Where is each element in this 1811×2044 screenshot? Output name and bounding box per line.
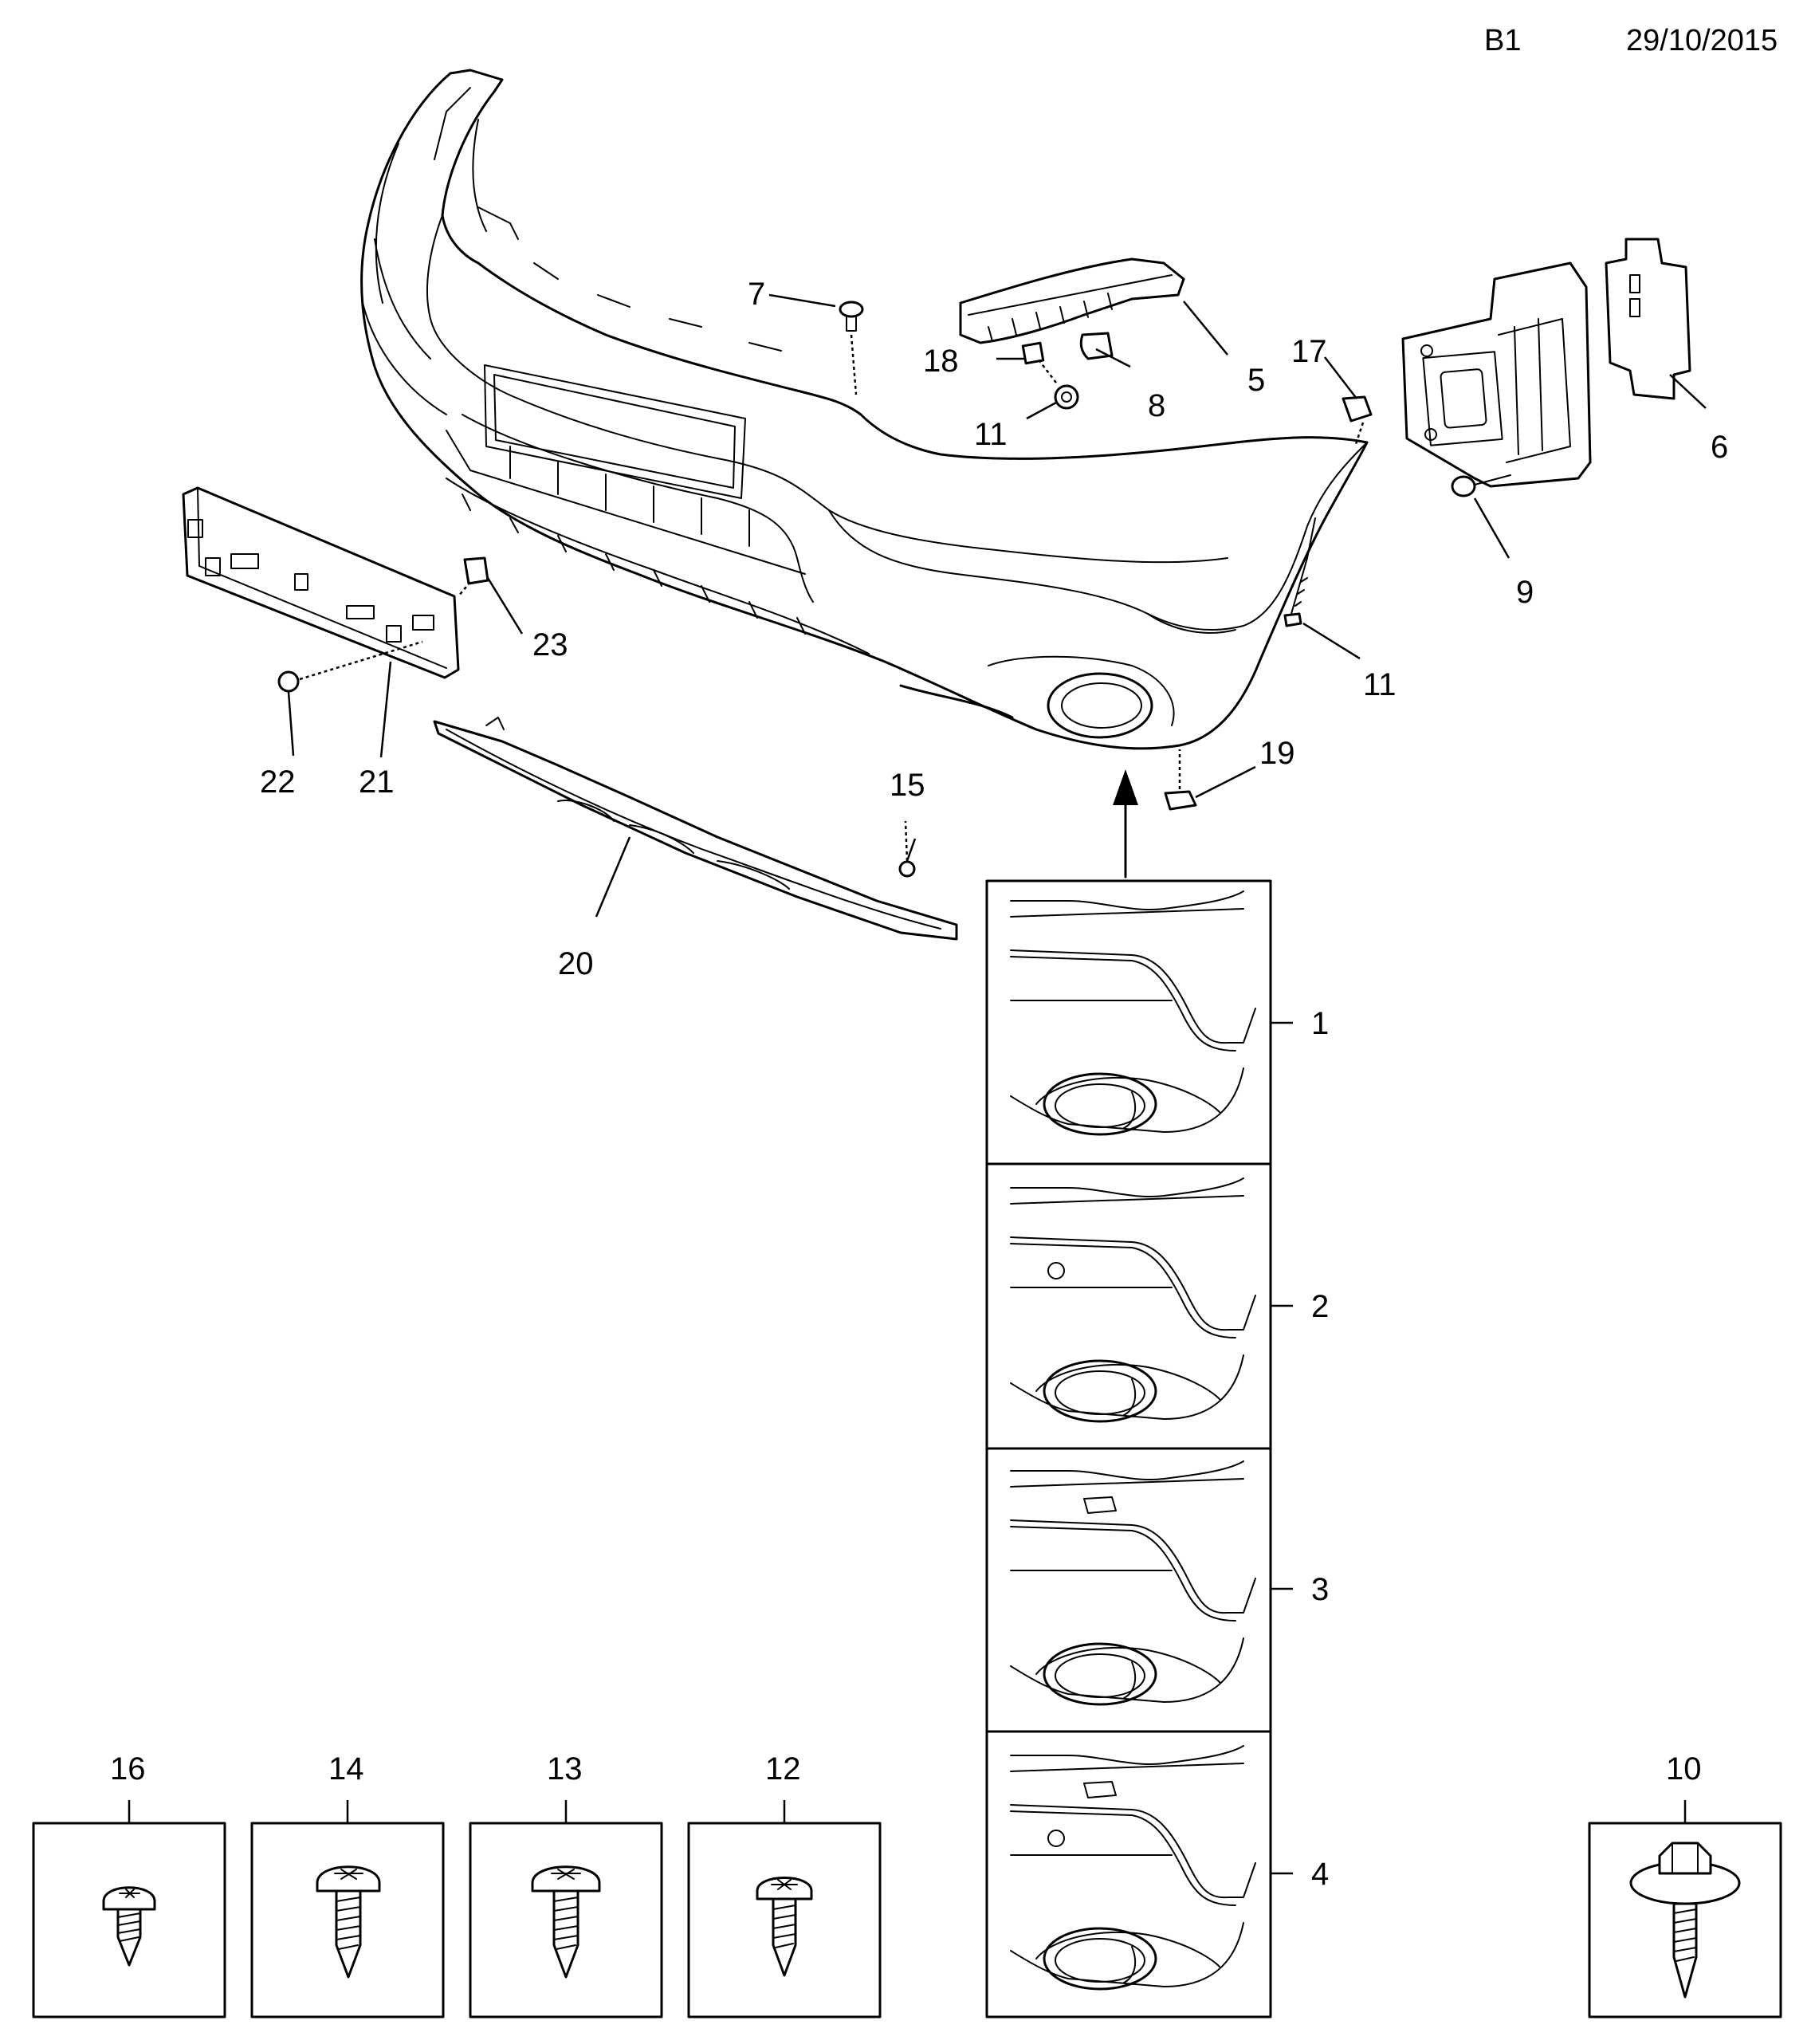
bolt-9 bbox=[1451, 474, 1511, 497]
callout-10: 10 bbox=[1666, 1751, 1702, 1787]
callout-1: 1 bbox=[1311, 1006, 1329, 1041]
variant-arrow bbox=[1113, 769, 1138, 879]
callout-8: 8 bbox=[1148, 388, 1165, 423]
callout-20: 20 bbox=[558, 946, 594, 981]
screw-22 bbox=[277, 640, 423, 693]
callout-22: 22 bbox=[260, 765, 296, 800]
callout-numbers: 7 18 11 8 5 17 6 9 11 19 15 20 21 22 23 … bbox=[110, 277, 1728, 1892]
bumper-bracket bbox=[959, 257, 1185, 344]
variant-panels bbox=[985, 879, 1272, 2018]
fastener-boxes bbox=[32, 1800, 1782, 2018]
callout-17: 17 bbox=[1291, 334, 1327, 369]
variant-panel-3 bbox=[985, 1447, 1272, 1733]
push-rivet-7 bbox=[839, 301, 864, 395]
variant-panel-2 bbox=[985, 1162, 1272, 1450]
callout-23: 23 bbox=[532, 627, 568, 662]
callout-11-lower: 11 bbox=[1363, 667, 1397, 702]
callout-6: 6 bbox=[1711, 430, 1728, 465]
callout-21: 21 bbox=[359, 765, 395, 800]
callout-leaders bbox=[287, 293, 1707, 918]
sheet-code: B1 bbox=[1484, 24, 1522, 57]
clip-23 bbox=[463, 556, 489, 585]
clip-18 bbox=[1021, 341, 1045, 365]
fog-lamp-opening bbox=[1047, 672, 1153, 739]
license-plate-recess bbox=[484, 364, 746, 499]
callout-2: 2 bbox=[1311, 1289, 1329, 1324]
variant-2-drawing bbox=[1010, 1177, 1256, 1423]
callout-11-upper: 11 bbox=[974, 417, 1008, 452]
front-bumper-cover bbox=[360, 69, 1369, 750]
callout-18: 18 bbox=[923, 344, 959, 379]
screw-11-lower bbox=[1283, 517, 1316, 627]
screw-12-drawing bbox=[756, 1877, 813, 1977]
callout-16: 16 bbox=[110, 1751, 146, 1787]
screw-14-drawing bbox=[316, 1865, 381, 1979]
callout-15: 15 bbox=[890, 768, 925, 803]
bolt-10-drawing bbox=[1629, 1842, 1741, 1999]
callout-7: 7 bbox=[748, 277, 765, 312]
callout-13: 13 bbox=[547, 1751, 583, 1787]
variant-callout-leaders bbox=[1271, 1021, 1293, 1875]
screw-16-drawing bbox=[102, 1886, 156, 1967]
callout-5: 5 bbox=[1247, 363, 1265, 398]
clip-19 bbox=[1164, 749, 1197, 811]
absorber-bracket-6 bbox=[1401, 238, 1691, 488]
variant-3-drawing bbox=[1010, 1460, 1256, 1706]
callout-14: 14 bbox=[328, 1751, 364, 1787]
lower-trim-20 bbox=[433, 717, 958, 941]
callout-9: 9 bbox=[1516, 575, 1534, 610]
screw-13-drawing bbox=[531, 1865, 601, 1979]
sheet-date: 29/10/2015 bbox=[1626, 24, 1778, 57]
nut-11-upper bbox=[1037, 358, 1079, 410]
license-plate-bracket-21 bbox=[182, 486, 460, 679]
callout-19: 19 bbox=[1259, 736, 1295, 771]
variant-4-drawing bbox=[1010, 1745, 1256, 1991]
clip-17 bbox=[1342, 395, 1373, 447]
callout-3: 3 bbox=[1311, 1572, 1329, 1607]
nut-15 bbox=[898, 820, 916, 878]
callout-4: 4 bbox=[1311, 1857, 1329, 1892]
variant-1-drawing bbox=[1010, 890, 1256, 1136]
variant-panel-4 bbox=[985, 1730, 1272, 2018]
callout-12: 12 bbox=[765, 1751, 801, 1787]
